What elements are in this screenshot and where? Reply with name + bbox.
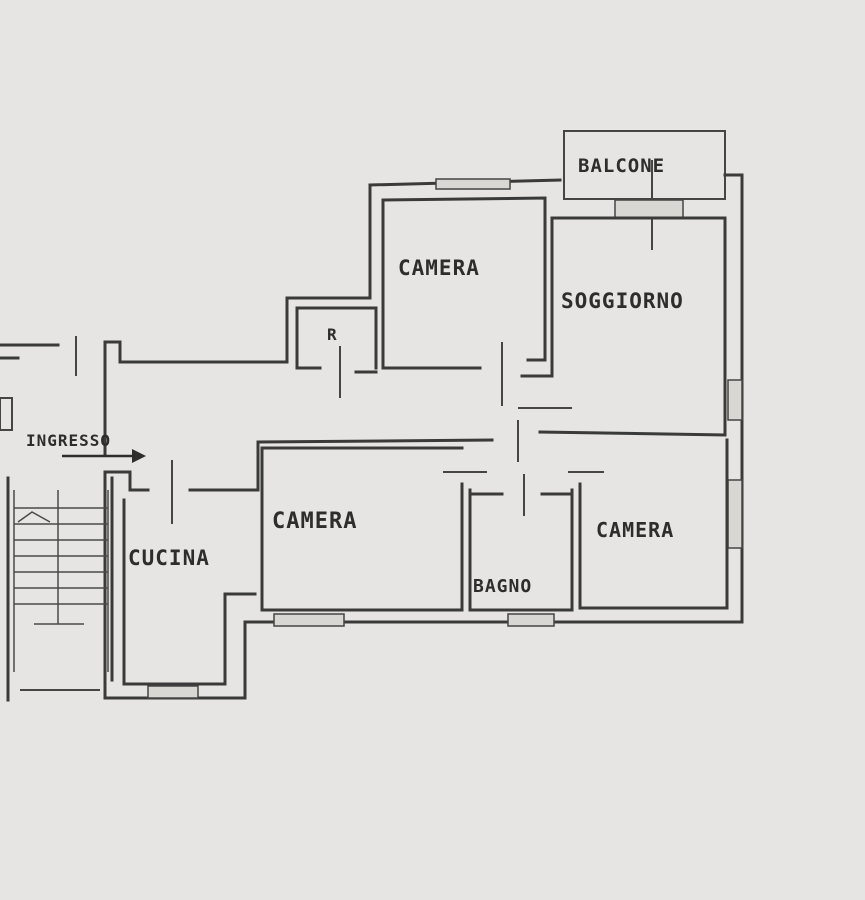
room-camera-top bbox=[381, 196, 547, 406]
camera-top-left-wall bbox=[381, 198, 482, 370]
soggiorno-walls bbox=[550, 216, 727, 434]
soggiorno-bottom-wall bbox=[538, 430, 727, 437]
label-bagno: BAGNO bbox=[473, 576, 532, 597]
room-camera-middle bbox=[260, 446, 464, 612]
room-camera-right bbox=[578, 438, 729, 610]
window-camera-bottom bbox=[273, 613, 345, 627]
stair-direction-arrow bbox=[17, 511, 51, 523]
cucina-walls bbox=[122, 498, 257, 686]
camera-top-walls bbox=[381, 196, 547, 362]
camera-right-walls bbox=[578, 438, 729, 610]
entrance-arrow bbox=[62, 449, 146, 463]
bagno-walls bbox=[468, 488, 574, 612]
label-camera-top: CAMERA bbox=[398, 256, 480, 280]
window-camera-right bbox=[727, 479, 743, 549]
top-outer-wall bbox=[103, 183, 372, 364]
label-balcone: BALCONE bbox=[578, 155, 665, 177]
corridor-walls bbox=[171, 420, 604, 524]
room-cucina bbox=[122, 498, 257, 686]
staircase bbox=[6, 476, 114, 702]
window-bagno bbox=[507, 613, 555, 627]
left-entrance-stub bbox=[103, 470, 150, 492]
entrance-arrow-head bbox=[132, 449, 146, 463]
room-bagno bbox=[468, 474, 574, 612]
label-ingresso: INGRESSO bbox=[26, 431, 111, 450]
window-cucina bbox=[147, 685, 199, 699]
label-camera-middle: CAMERA bbox=[272, 509, 357, 534]
soggiorno-left-wall bbox=[520, 216, 554, 378]
camera-middle-walls bbox=[260, 446, 464, 612]
corridor-wall-left bbox=[188, 438, 494, 492]
label-soggiorno: SOGGIORNO bbox=[561, 289, 684, 313]
balcony-outline bbox=[563, 130, 726, 200]
room-ripostiglio bbox=[295, 306, 378, 398]
bottom-wall bbox=[103, 470, 557, 700]
room-soggiorno bbox=[518, 216, 727, 437]
label-cucina: CUCINA bbox=[128, 546, 210, 570]
window-soggiorno-right bbox=[727, 379, 743, 421]
window-camera-top bbox=[435, 178, 511, 190]
window-balcony-door bbox=[614, 199, 684, 219]
neighbor-wall-box bbox=[0, 397, 13, 431]
windows bbox=[147, 178, 743, 699]
neighbor-walls bbox=[0, 336, 77, 431]
ripostiglio-walls bbox=[295, 306, 378, 370]
label-ripostiglio: R bbox=[327, 325, 338, 344]
label-camera-right: CAMERA bbox=[596, 518, 674, 542]
